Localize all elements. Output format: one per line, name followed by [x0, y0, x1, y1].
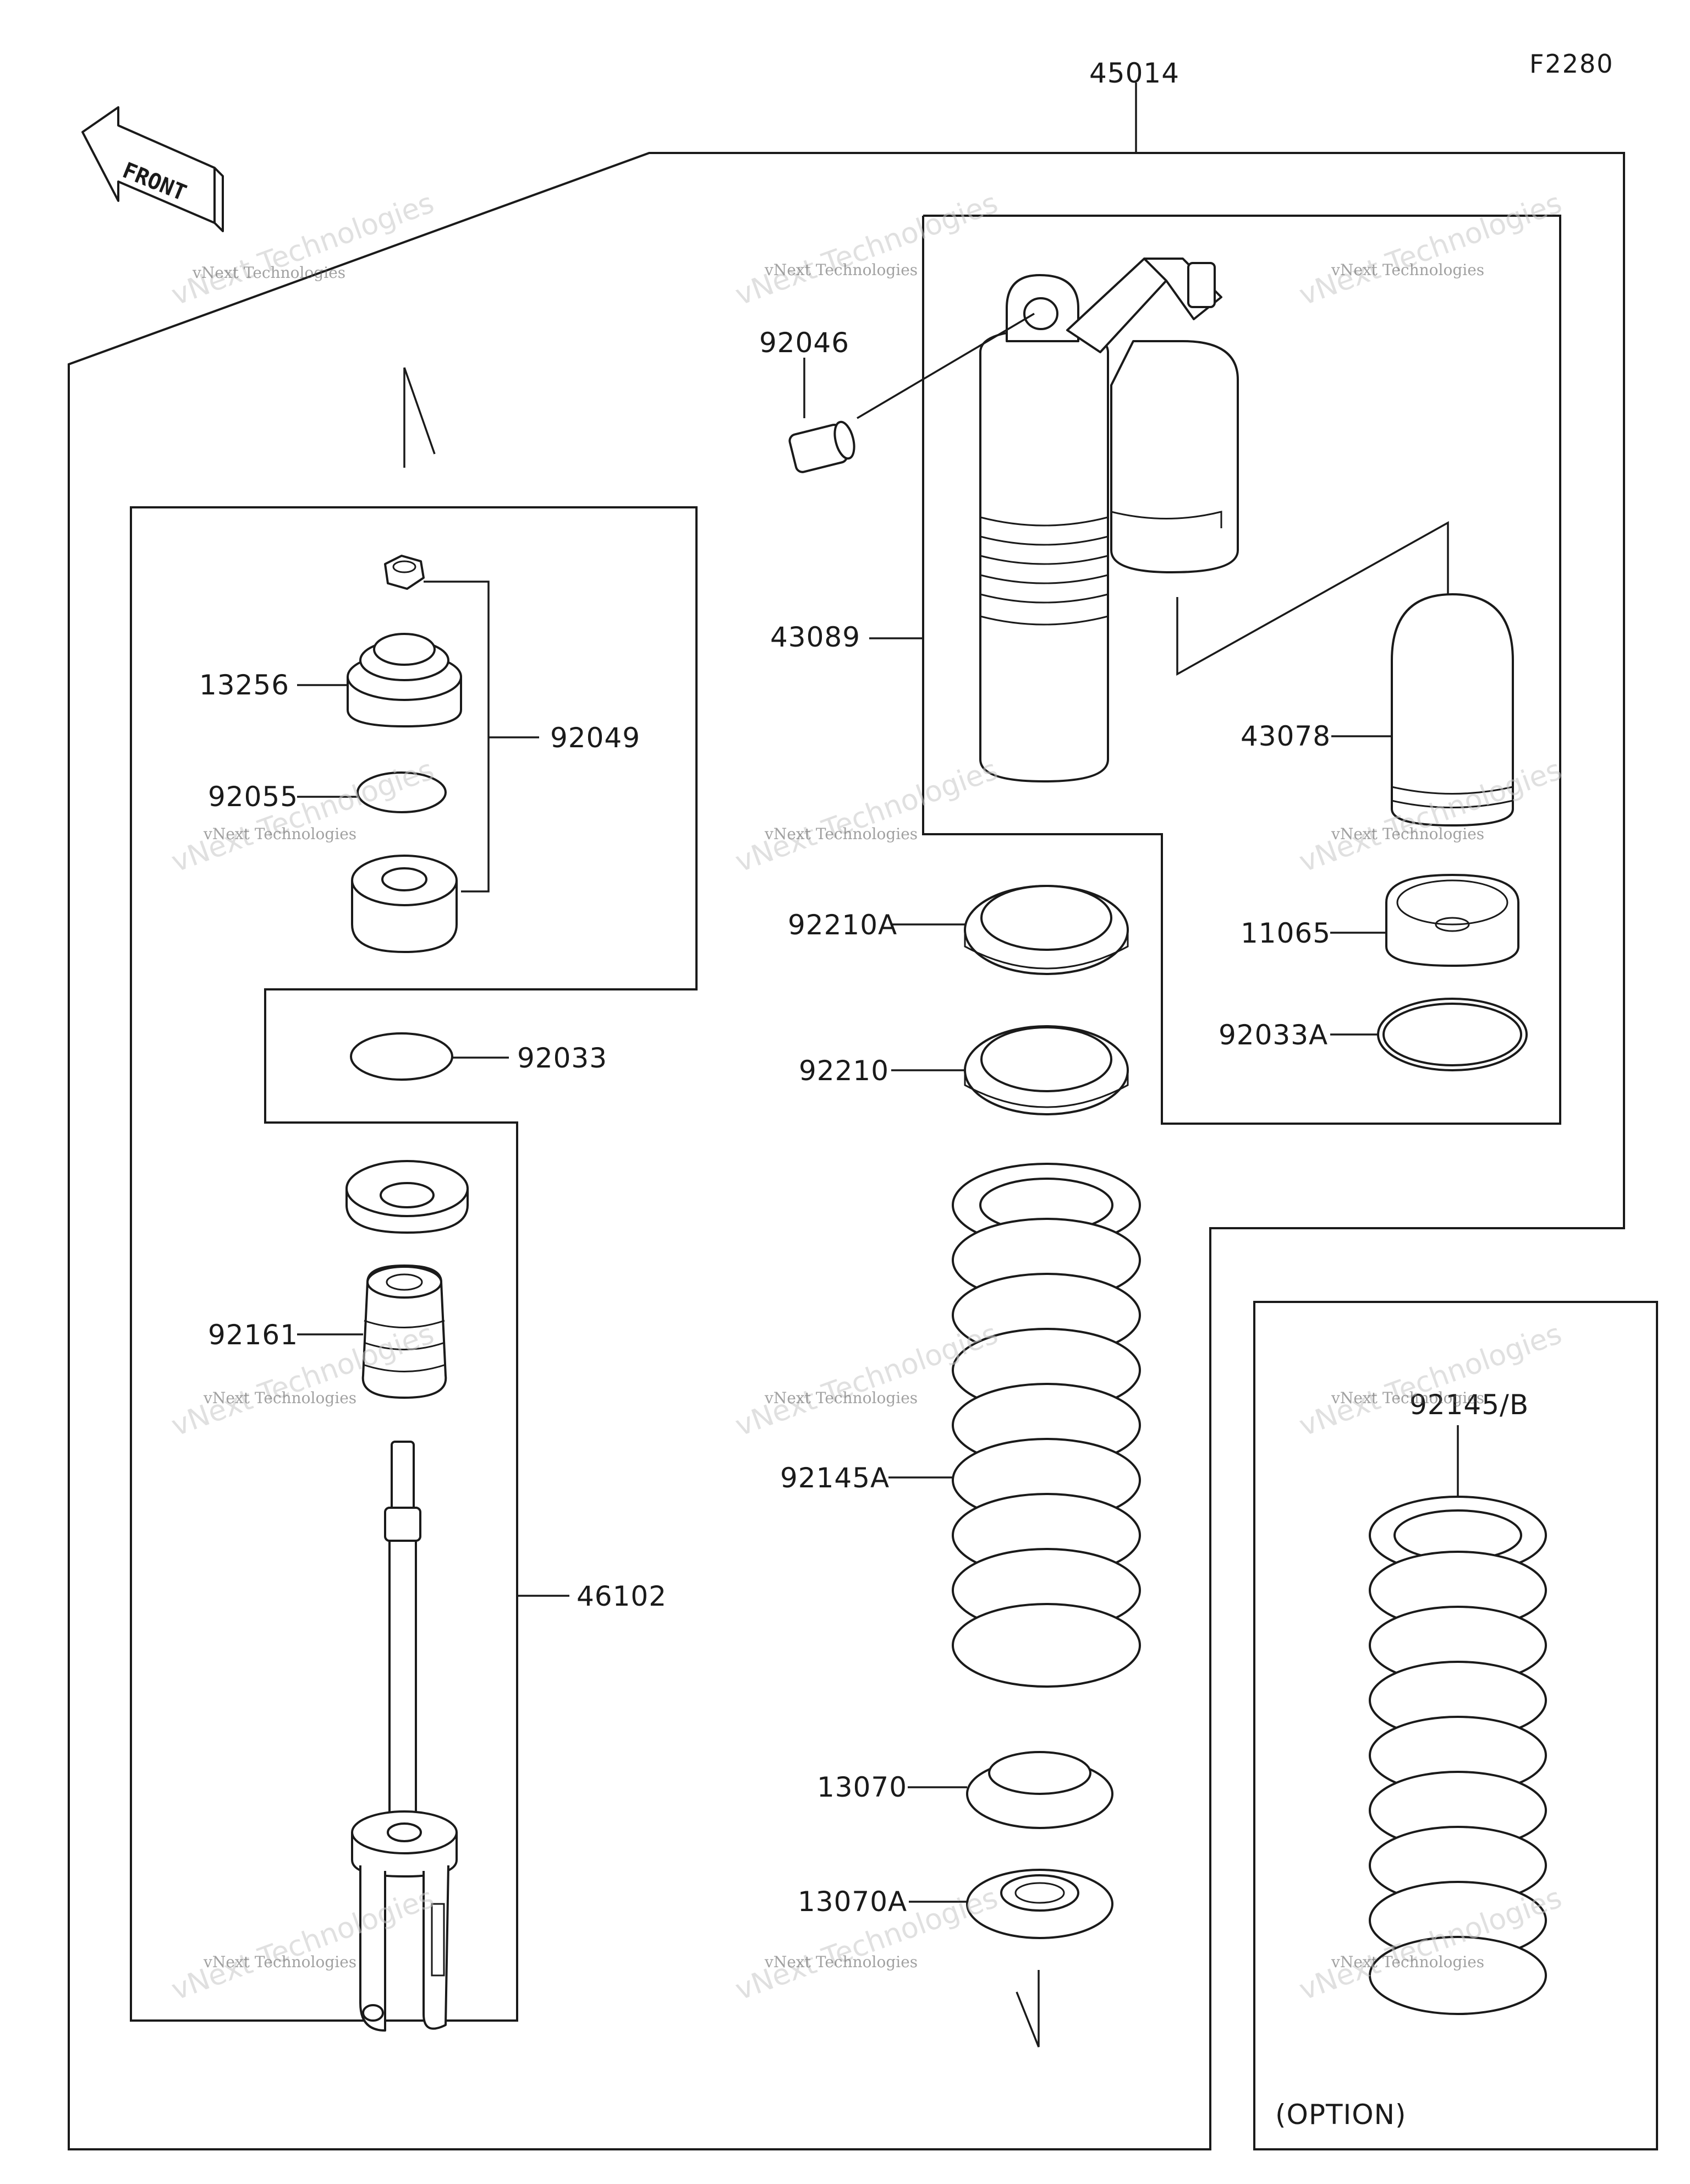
svg-text:vNext Technologies: vNext Technologies: [1331, 1389, 1484, 1407]
part-label-13070: 13070: [817, 1771, 907, 1803]
spring-seat-13070: [966, 1751, 1113, 1829]
svg-text:vNext Technologies: vNext Technologies: [167, 1881, 438, 2007]
part-label-92145A: 92145A: [780, 1462, 890, 1494]
part-label-92210: 92210: [799, 1055, 889, 1087]
part-label-43078: 43078: [1241, 720, 1331, 752]
option-frame: [1253, 1301, 1658, 2150]
assembly-frame-43089: [922, 215, 1561, 1125]
part-label-43089: 43089: [770, 621, 860, 653]
part-label-92055: 92055: [208, 781, 298, 813]
piston-rod-46102: [351, 1441, 458, 2032]
part-label-92033: 92033: [517, 1042, 607, 1074]
spring-92145B-option: [1369, 1496, 1547, 2015]
part-label-92049: 92049: [550, 722, 640, 754]
svg-text:vNext Technologies: vNext Technologies: [731, 187, 1002, 312]
svg-text:vNext Technologies: vNext Technologies: [203, 1953, 356, 1971]
bearing-92046: [788, 420, 855, 473]
svg-text:vNext Technologies: vNext Technologies: [192, 264, 345, 282]
reservoir-cap-11065: [1385, 874, 1519, 967]
svg-text:vNext Technologies: vNext Technologies: [764, 825, 918, 843]
svg-text:vNext Technologies: vNext Technologies: [1295, 1317, 1566, 1443]
snap-ring-92033A: [1377, 998, 1528, 1071]
svg-text:vNext Technologies: vNext Technologies: [1331, 261, 1484, 279]
svg-text:vNext Technologies: vNext Technologies: [1331, 1953, 1484, 1971]
part-label-92210A: 92210A: [788, 909, 897, 941]
nut: [384, 555, 425, 590]
seal-head-13256: [347, 633, 462, 727]
bump-rubber-92161: [361, 1265, 447, 1399]
svg-text:vNext Technologies: vNext Technologies: [764, 1953, 918, 1971]
part-label-92145B: 92145/B: [1409, 1389, 1529, 1421]
snap-ring-92033: [350, 1032, 453, 1081]
spring-92145A: [952, 1163, 1141, 1688]
part-label-13070A: 13070A: [798, 1886, 907, 1918]
adjuster-nut-92210: [964, 1025, 1129, 1115]
part-label-11065: 11065: [1241, 917, 1331, 949]
shock-body-43089: [979, 258, 1239, 782]
part-label-92046: 92046: [759, 327, 849, 359]
watermarks: vNext Technologies vNext Technologies vN…: [167, 187, 1566, 2007]
svg-text:vNext Technologies: vNext Technologies: [1295, 187, 1566, 312]
part-label-92033A: 92033A: [1219, 1019, 1328, 1051]
assembly-frame-45014: [68, 152, 1625, 2150]
svg-text:vNext Technologies: vNext Technologies: [1331, 825, 1484, 843]
o-ring-92055: [356, 771, 447, 813]
part-label-46102: 46102: [577, 1580, 667, 1612]
option-label: (OPTION): [1275, 2099, 1407, 2131]
spring-seat-13070A: [966, 1869, 1113, 1939]
part-label-45014: 45014: [1089, 57, 1179, 89]
svg-text:vNext Technologies: vNext Technologies: [764, 1389, 918, 1407]
bump-stop-cap: [345, 1160, 469, 1234]
svg-text:vNext Technologies: vNext Technologies: [731, 753, 1002, 879]
svg-text:vNext Technologies: vNext Technologies: [764, 261, 918, 279]
diagram-code: F2280: [1529, 49, 1614, 79]
svg-text:vNext Technologies: vNext Technologies: [203, 825, 356, 843]
reservoir-bladder-43078: [1391, 593, 1514, 826]
lock-nut-92210A: [964, 885, 1129, 975]
front-direction-arrow: FRONT: [81, 106, 224, 232]
part-label-92161: 92161: [208, 1319, 298, 1351]
svg-text:vNext Technologies: vNext Technologies: [203, 1389, 356, 1407]
seal-cup-92049: [351, 855, 458, 953]
part-label-13256: 13256: [199, 669, 289, 701]
